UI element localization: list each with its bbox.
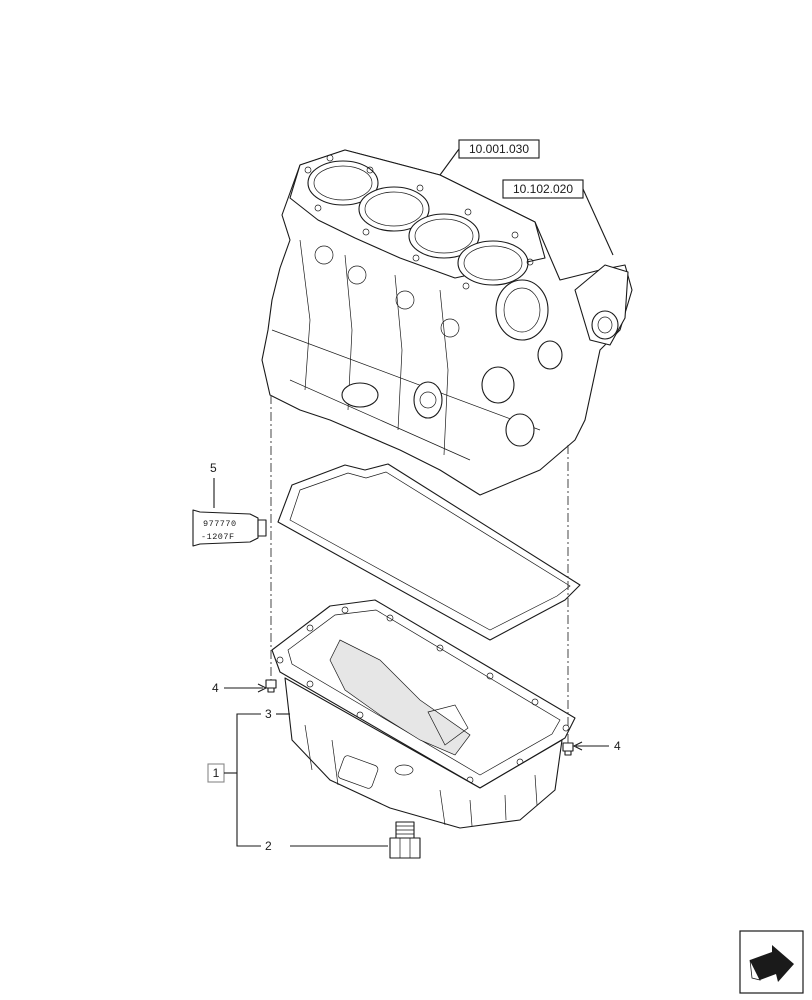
callout-sealant: 5 [210, 461, 217, 475]
alignment-lines [270, 395, 569, 743]
oil-pan-gasket[interactable] [277, 463, 581, 641]
ref-engine-block-leader [439, 148, 460, 176]
pan-screw-right[interactable] [562, 742, 574, 756]
pan-screw-left[interactable] [265, 679, 277, 693]
callout-oil-pan: 3 [265, 707, 272, 721]
arrowhead-screw-right [572, 741, 583, 751]
callout-screw-right: 4 [614, 739, 621, 753]
sealant-tube[interactable]: 977770 -1207F [192, 509, 267, 547]
callout-kit-box[interactable]: 1 [207, 763, 225, 783]
ref-box-timing-cover[interactable]: 10.102.020 [502, 179, 584, 199]
drain-plug[interactable] [389, 821, 421, 859]
ref-box-engine-block[interactable]: 10.001.030 [458, 139, 540, 159]
callout-screw-left: 4 [212, 681, 219, 695]
oil-pan[interactable] [271, 599, 576, 829]
next-page-arrow-icon[interactable] [739, 930, 804, 994]
callout-kit: 1 [213, 766, 220, 780]
kit-bracket [236, 713, 261, 847]
callout-drain-plug: 2 [265, 839, 272, 853]
ref-timing-cover-text: 10.102.020 [513, 182, 573, 196]
ref-timing-cover-leader [582, 188, 614, 256]
sealant-code-line1: 977770 [203, 519, 237, 529]
engine-block[interactable] [261, 149, 633, 496]
sealant-code-line2: -1207F [201, 532, 235, 542]
arrowhead-screw-left [257, 683, 268, 693]
ref-engine-block-text: 10.001.030 [469, 142, 529, 156]
